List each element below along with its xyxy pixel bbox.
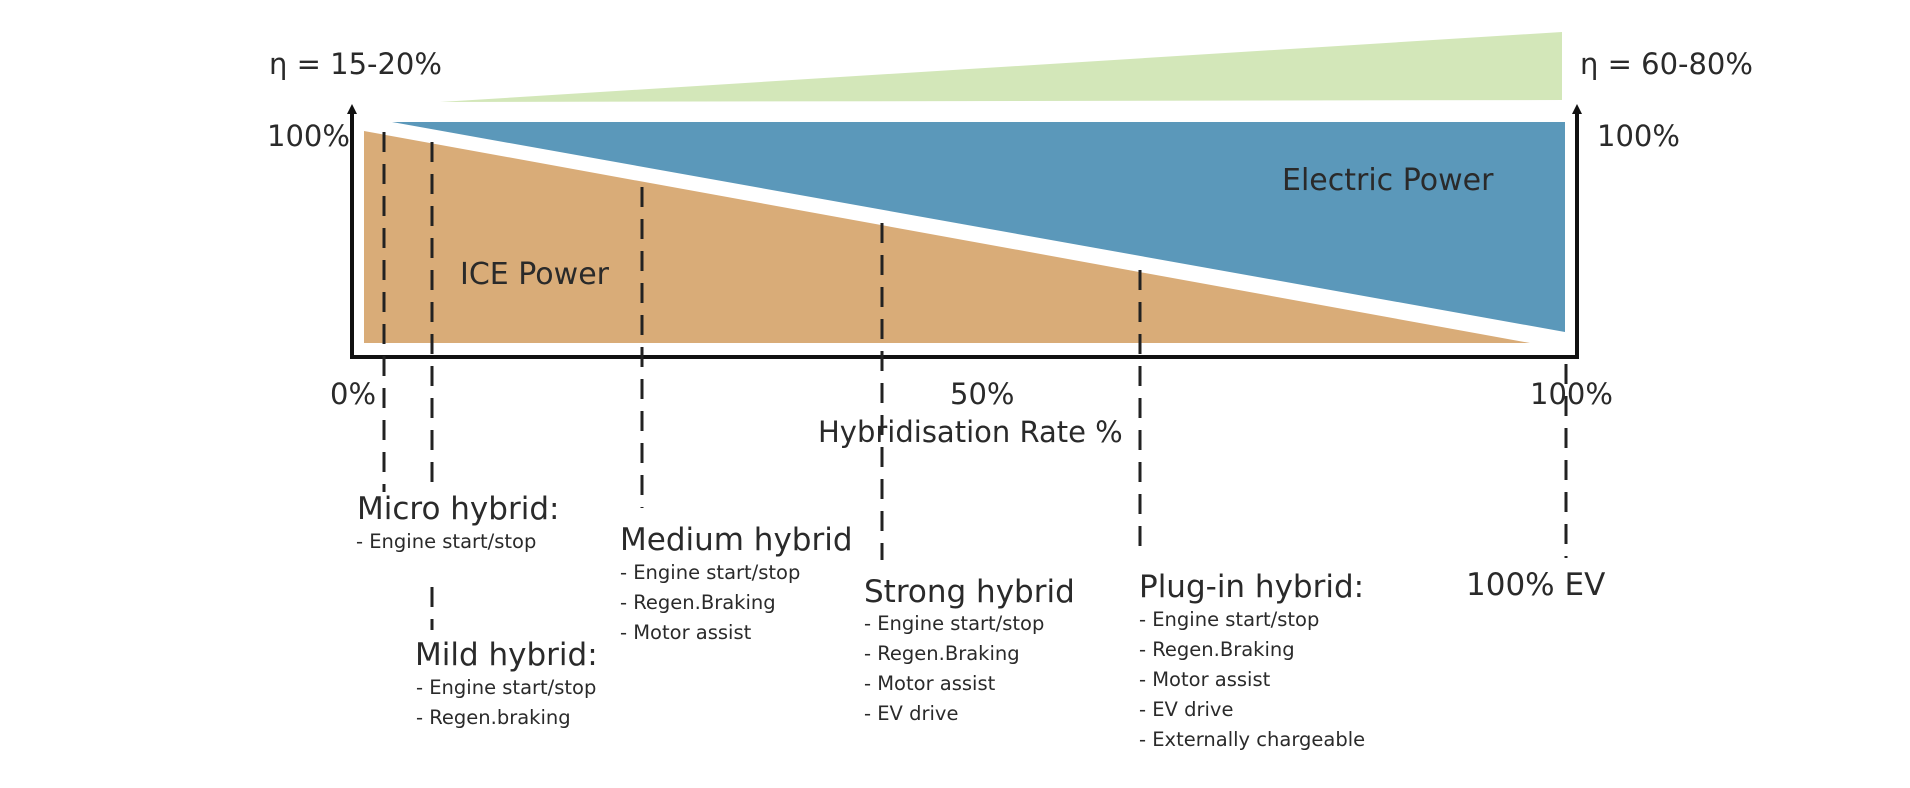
y-left-max-label: 100% bbox=[267, 119, 350, 153]
ev-title: 100% EV bbox=[1466, 567, 1606, 603]
medium-hybrid-features: - Engine start/stop - Regen.Braking - Mo… bbox=[620, 558, 800, 648]
strong-hybrid-title: Strong hybrid bbox=[864, 574, 1075, 610]
feature-item: - Engine start/stop bbox=[1139, 608, 1320, 631]
feature-item: - Engine start/stop bbox=[416, 676, 597, 699]
electric-power-label: Electric Power bbox=[1282, 163, 1494, 198]
efficiency-right-label: η = 60-80% bbox=[1580, 47, 1753, 81]
feature-item: - Regen.Braking bbox=[864, 642, 1020, 665]
feature-item: - Motor assist bbox=[1139, 668, 1271, 691]
micro-hybrid-features: - Engine start/stop bbox=[356, 527, 536, 557]
ice-power-region bbox=[364, 131, 1530, 343]
y-right-max-label: 100% bbox=[1597, 119, 1680, 153]
feature-item: - Regen.Braking bbox=[620, 591, 776, 614]
feature-item: - Engine start/stop bbox=[620, 561, 801, 584]
mild-hybrid-title: Mild hybrid: bbox=[415, 637, 598, 673]
category-dividers bbox=[382, 132, 1568, 630]
efficiency-wedge bbox=[440, 32, 1562, 102]
plugin-hybrid-title: Plug-in hybrid: bbox=[1139, 569, 1365, 605]
mild-hybrid-features: - Engine start/stop - Regen.braking bbox=[416, 673, 596, 733]
plugin-hybrid-features: - Engine start/stop - Regen.Braking - Mo… bbox=[1139, 605, 1365, 755]
feature-item: - Engine start/stop bbox=[356, 530, 537, 553]
x-tick-50: 50% bbox=[950, 377, 1015, 411]
feature-item: - Regen.braking bbox=[416, 706, 571, 729]
feature-item: - Regen.Braking bbox=[1139, 638, 1295, 661]
feature-item: - EV drive bbox=[1139, 698, 1234, 721]
strong-hybrid-features: - Engine start/stop - Regen.Braking - Mo… bbox=[864, 609, 1044, 729]
x-tick-100: 100% bbox=[1530, 377, 1613, 411]
micro-hybrid-title: Micro hybrid: bbox=[357, 491, 560, 527]
efficiency-left-label: η = 15-20% bbox=[269, 47, 442, 81]
electric-power-region bbox=[392, 122, 1565, 332]
feature-item: - Engine start/stop bbox=[864, 612, 1045, 635]
feature-item: - EV drive bbox=[864, 702, 959, 725]
x-axis-label: Hybridisation Rate % bbox=[818, 415, 1123, 449]
feature-item: - Externally chargeable bbox=[1139, 728, 1366, 751]
feature-item: - Motor assist bbox=[864, 672, 996, 695]
medium-hybrid-title: Medium hybrid bbox=[620, 522, 853, 558]
feature-item: - Motor assist bbox=[620, 621, 752, 644]
x-tick-0: 0% bbox=[330, 377, 377, 411]
ice-power-label: ICE Power bbox=[460, 257, 609, 292]
